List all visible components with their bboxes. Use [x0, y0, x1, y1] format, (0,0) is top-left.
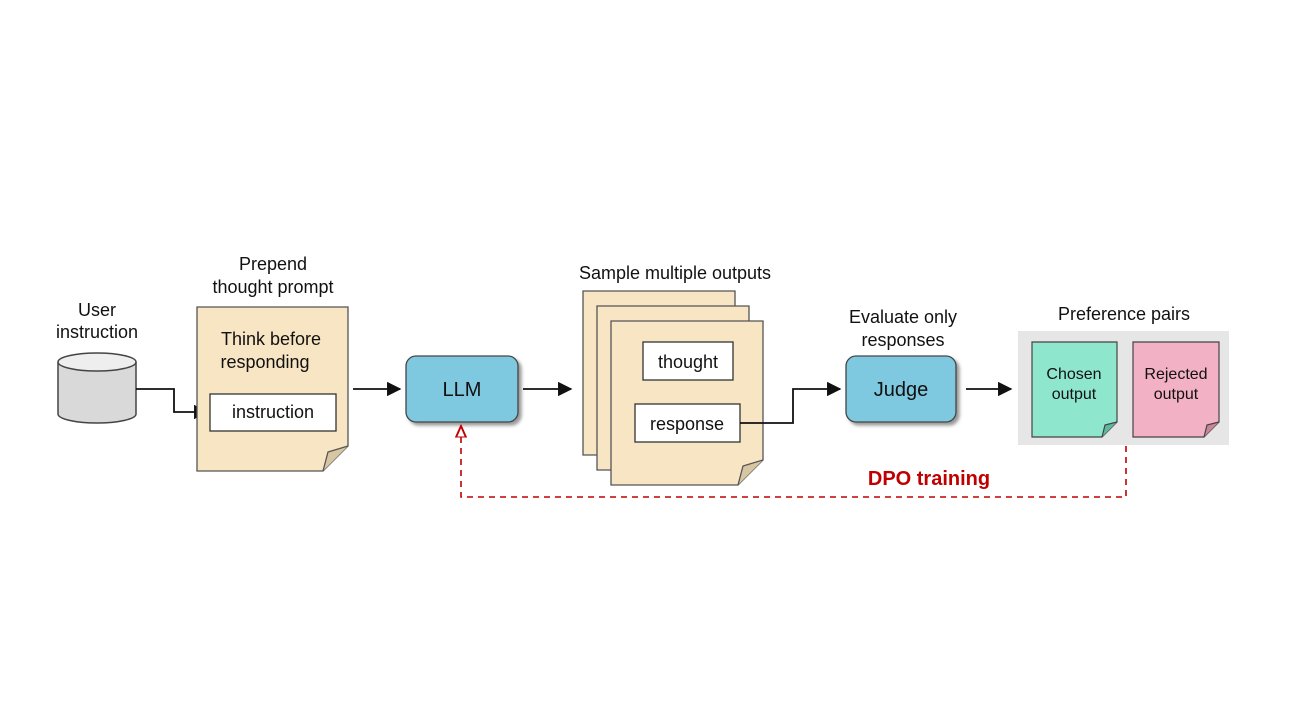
database-icon [57, 352, 137, 424]
thought-label: thought [658, 352, 718, 372]
output-document-fold [737, 459, 764, 486]
prompt-document: Prepend thought prompt Think before resp… [196, 254, 349, 472]
sample-outputs-label: Sample multiple outputs [579, 263, 771, 283]
dpo-dashed-connector [461, 426, 1127, 498]
chosen-output-fold [1101, 421, 1118, 438]
prepend-label-line2: thought prompt [212, 277, 333, 297]
connector-response-to-judge [740, 381, 842, 424]
judge-label: Judge [874, 379, 929, 401]
sample-outputs-stack: Sample multiple outputs thought response [579, 263, 771, 486]
evaluate-label-line1: Evaluate only [849, 307, 957, 327]
instruction-label: instruction [232, 402, 314, 422]
chosen-label-line2: output [1052, 386, 1097, 403]
chosen-label-line1: Chosen [1046, 366, 1101, 383]
think-label-line2: responding [220, 352, 309, 372]
llm-label: LLM [443, 379, 482, 401]
judge-node: Evaluate only responses Judge [845, 307, 957, 423]
user-label-line1: User [78, 300, 116, 320]
document-fold [322, 445, 349, 472]
rejected-label-line1: Rejected [1144, 366, 1207, 383]
response-label: response [650, 414, 724, 434]
evaluate-label-line2: responses [861, 330, 944, 350]
preference-pairs: Preference pairs Chosen output Rejected … [1018, 304, 1229, 445]
think-label-line1: Think before [221, 329, 321, 349]
rejected-output-fold [1203, 421, 1220, 438]
dpo-feedback-loop: DPO training [461, 426, 1127, 498]
connector-db-to-instruction [136, 388, 209, 420]
dpo-training-label: DPO training [868, 468, 990, 490]
prepend-label-line1: Prepend [239, 254, 307, 274]
user-instruction-node: User instruction [56, 300, 138, 424]
user-label-line2: instruction [56, 322, 138, 342]
llm-node: LLM [405, 355, 519, 423]
preference-pairs-label: Preference pairs [1058, 304, 1190, 324]
rejected-label-line2: output [1154, 386, 1199, 403]
instruction-box [209, 393, 337, 432]
thought-box [642, 341, 734, 381]
